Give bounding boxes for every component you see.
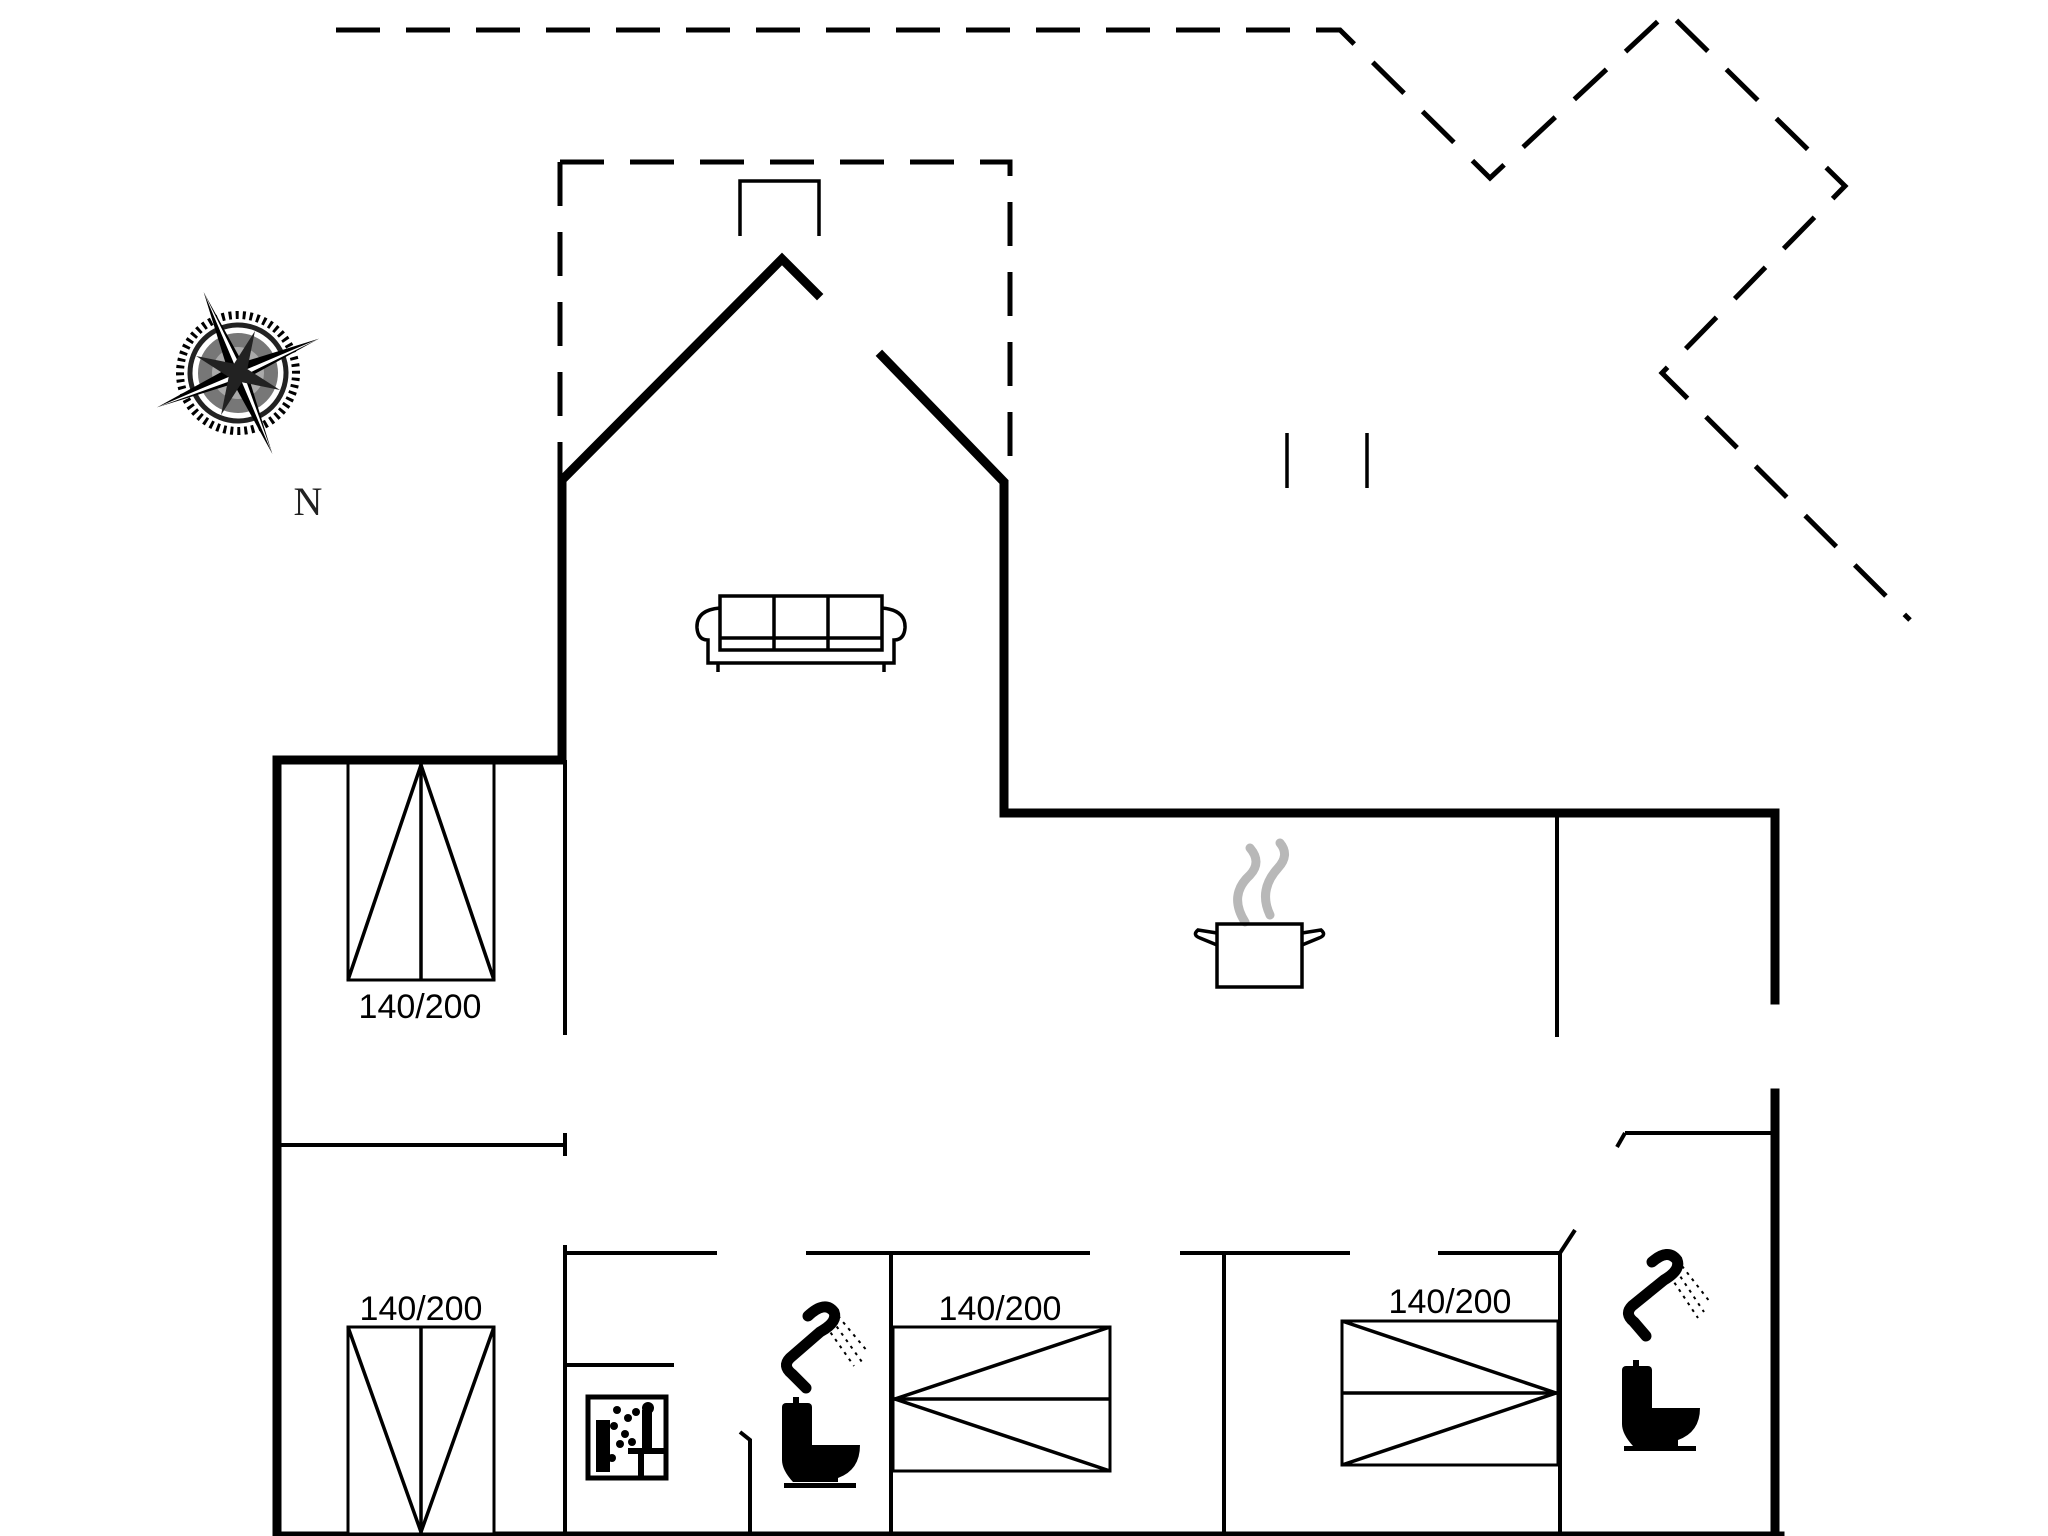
- bed-size-label: 140/200: [359, 988, 482, 1026]
- chimney: [738, 179, 821, 236]
- shower-icon: [1623, 1249, 1711, 1342]
- toilet-icon: [782, 1397, 860, 1488]
- compass-rose-icon: [156, 291, 320, 455]
- sofa-icon: [695, 594, 907, 672]
- north-label: N: [294, 479, 323, 524]
- toilet-icon: [1622, 1360, 1700, 1451]
- roof-outline: [336, 8, 1912, 622]
- double-bed-icon: [346, 1325, 496, 1536]
- bed-size-label: 140/200: [1389, 1283, 1512, 1321]
- bed-size-label: 140/200: [360, 1290, 483, 1328]
- shower-icon: [781, 1301, 869, 1394]
- bed-size-label: 140/200: [939, 1290, 1062, 1328]
- double-bed-icon: [346, 759, 496, 982]
- exterior-walls: [272, 252, 1785, 1536]
- double-bed-icon: [1340, 1319, 1562, 1467]
- double-bed-icon: [889, 1325, 1112, 1473]
- interior-walls: [277, 760, 1775, 1536]
- washing-machine-icon: [585, 1394, 669, 1481]
- cooking-pot-icon: [1193, 838, 1326, 989]
